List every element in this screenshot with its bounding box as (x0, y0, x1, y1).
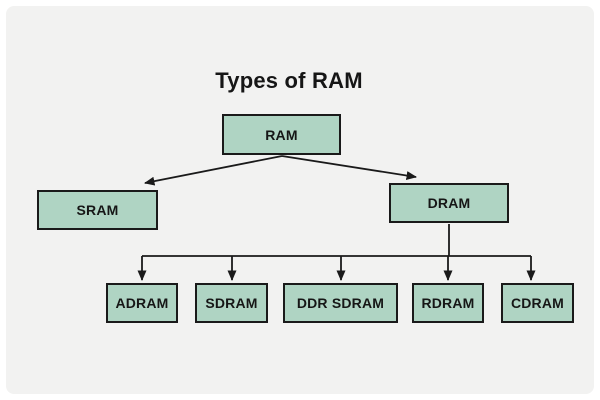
node-cdram: CDRAM (501, 283, 574, 323)
node-ram: RAM (222, 114, 341, 155)
node-ddr-sdram: DDR SDRAM (283, 283, 398, 323)
arrow-ram-to-dram (281, 155, 417, 180)
node-sram: SRAM (37, 190, 158, 230)
arrow-ram-to-sram (144, 155, 283, 186)
diagram-canvas: Types of RAM RAM SRAM DRAM ADRAM SDRAM D… (6, 6, 594, 394)
node-adram: ADRAM (106, 283, 178, 323)
node-dram: DRAM (389, 183, 509, 223)
node-sdram: SDRAM (195, 283, 268, 323)
diagram-title: Types of RAM (215, 68, 363, 93)
node-rdram: RDRAM (412, 283, 484, 323)
